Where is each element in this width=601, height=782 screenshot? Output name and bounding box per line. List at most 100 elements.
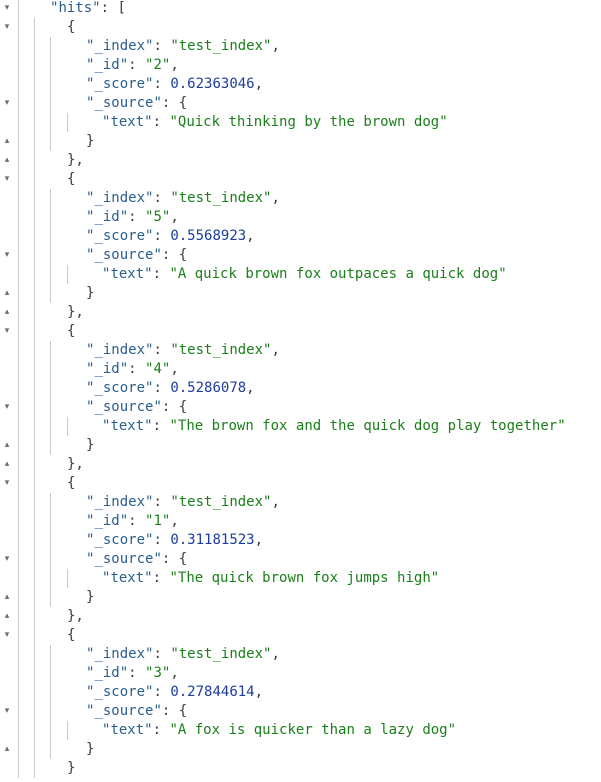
fold-end-icon[interactable]: ▴ (4, 136, 10, 146)
id-key-quote: " (119, 361, 129, 377)
code-line: ▴}, (0, 607, 601, 626)
fold-end-icon[interactable]: ▴ (4, 155, 10, 165)
close-brace: } (67, 760, 76, 776)
text-key-quote: " (144, 570, 153, 586)
open-brace: { (67, 171, 76, 187)
open-bracket: : [ (100, 0, 126, 16)
indent-guide (34, 151, 35, 170)
string-quote: " (263, 494, 272, 510)
indent-guide (18, 474, 19, 493)
code-line: ▴} (0, 284, 601, 303)
score-value: 0.5568923 (170, 228, 247, 244)
code-line: "_index": "test_index", (0, 341, 601, 360)
code-line: ▴}, (0, 455, 601, 474)
fold-collapse-icon[interactable]: ▾ (4, 174, 10, 184)
colon: : (152, 114, 170, 130)
indent-guide (18, 740, 19, 759)
indent-guide (18, 132, 19, 151)
indent-guide (50, 664, 51, 683)
index-key-quote: " (145, 190, 154, 206)
indent-guide (50, 189, 51, 208)
fold-collapse-icon[interactable]: ▾ (4, 326, 10, 336)
indent-guide (34, 113, 35, 132)
fold-collapse-icon[interactable]: ▾ (4, 3, 10, 13)
code-text: { (67, 170, 75, 189)
indent-guide (50, 208, 51, 227)
string-value: test_index (178, 494, 264, 510)
code-line: "_id": "2", (0, 56, 601, 75)
colon: : (161, 399, 179, 415)
indent-guide (18, 303, 19, 322)
comma: , (170, 361, 179, 377)
indent-guide (34, 759, 35, 778)
score-key-quote: " (145, 76, 154, 92)
code-line: "_id": "5", (0, 208, 601, 227)
indent-guide (50, 588, 51, 607)
code-text: } (86, 436, 94, 455)
indent-guide (34, 170, 35, 189)
code-text: "text": "Quick thinking by the brown dog… (102, 113, 448, 132)
string-value: 5 (153, 209, 162, 225)
indent-guide (50, 379, 51, 398)
fold-end-icon[interactable]: ▴ (4, 459, 10, 469)
fold-end-icon[interactable]: ▴ (4, 307, 10, 317)
code-line: "_index": "test_index", (0, 645, 601, 664)
indent-guide (34, 664, 35, 683)
fold-collapse-icon[interactable]: ▾ (4, 630, 10, 640)
code-line: "_id": "4", (0, 360, 601, 379)
source-key: _source (94, 703, 154, 719)
fold-end-icon[interactable]: ▴ (4, 288, 10, 298)
colon: : (153, 228, 171, 244)
indent-guide (18, 265, 19, 284)
code-text: }, (67, 303, 84, 322)
fold-collapse-icon[interactable]: ▾ (4, 98, 10, 108)
indent-guide (18, 550, 19, 569)
fold-collapse-icon[interactable]: ▾ (4, 250, 10, 260)
indent-guide (18, 189, 19, 208)
string-quote: " (170, 494, 179, 510)
hits-key: hits (58, 0, 93, 16)
fold-collapse-icon[interactable]: ▾ (4, 554, 10, 564)
fold-end-icon[interactable]: ▴ (4, 440, 10, 450)
code-text: "_id": "2", (86, 56, 179, 75)
fold-collapse-icon[interactable]: ▾ (4, 22, 10, 32)
indent-guide (18, 379, 19, 398)
indent-guide (34, 322, 35, 341)
text-key-quote: " (102, 266, 111, 282)
indent-guide (18, 436, 19, 455)
fold-collapse-icon[interactable]: ▾ (4, 706, 10, 716)
index-key-quote: " (145, 38, 154, 54)
code-text: "_source": { (86, 702, 187, 721)
id-key-quote: " (119, 665, 129, 681)
source-key-quote: " (153, 399, 162, 415)
string-quote: " (447, 722, 457, 738)
open-brace: { (178, 399, 188, 415)
fold-collapse-icon[interactable]: ▾ (4, 478, 10, 488)
source-key-quote: " (86, 95, 95, 111)
string-value: 4 (153, 361, 162, 377)
string-quote: " (263, 646, 272, 662)
fold-end-icon[interactable]: ▴ (4, 744, 10, 754)
indent-guide (34, 721, 35, 740)
indent-guide (34, 645, 35, 664)
indent-guide (18, 113, 19, 132)
indent-guide (50, 360, 51, 379)
string-quote: " (169, 722, 178, 738)
indent-guide (18, 151, 19, 170)
indent-guide (34, 341, 35, 360)
string-quote: " (169, 266, 178, 282)
indent-guide (34, 474, 35, 493)
indent-guide (18, 759, 19, 778)
fold-collapse-icon[interactable]: ▾ (4, 402, 10, 412)
code-line: ▾"_source": { (0, 246, 601, 265)
fold-end-icon[interactable]: ▴ (4, 592, 10, 602)
text-key: text (110, 722, 145, 738)
fold-end-icon[interactable]: ▴ (4, 611, 10, 621)
colon: : (152, 570, 170, 586)
indent-guide (18, 208, 19, 227)
score-value: 0.62363046 (170, 76, 255, 92)
indent-guide (34, 37, 35, 56)
source-key-quote: " (86, 703, 95, 719)
colon: : (161, 703, 179, 719)
text-key-quote: " (144, 722, 153, 738)
